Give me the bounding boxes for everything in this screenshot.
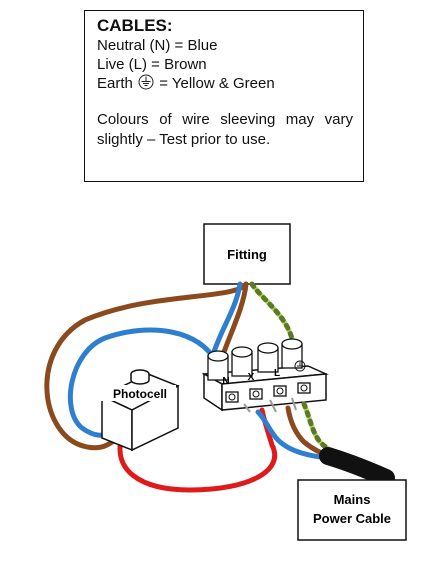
mains-power-cable-box: Mains Power Cable [297,479,407,541]
legend-note: Colours of wire sleeving may vary slight… [97,111,353,148]
legend-earth-row: Earth = Yellow & Green [97,74,353,93]
terminal-screw-n [207,350,229,381]
earth-symbol-icon [138,74,154,90]
terminal-screw-x [231,346,253,377]
brown-loop-wire [44,281,249,451]
terminal-label-l: L [274,368,280,379]
photocell-label: Photocell [113,387,167,401]
legend-earth-suffix: = Yellow & Green [159,75,275,92]
blue-fitting-wire [209,281,243,361]
mains-label-line2: Power Cable [313,511,391,526]
terminal-label-n: N [222,376,229,387]
stripped-wire-end [269,399,277,413]
stripped-wire-end [291,397,297,411]
legend-earth-prefix: Earth [97,75,133,92]
legend-live: Live (L) = Brown [97,56,207,73]
fitting-box: Fitting [203,223,291,285]
cables-legend-box: CABLES: Neutral (N) = Blue Live (L) = Br… [84,10,364,182]
mains-cable-sheath [319,447,395,487]
stripped-wire-end [243,403,251,413]
blue-loop-wire [67,327,219,438]
fitting-label: Fitting [227,247,267,262]
terminal-screw-l [257,342,279,373]
photocell-unit: Photocell [100,369,180,452]
mains-blue-wire [255,409,331,461]
legend-title: CABLES: [97,16,173,35]
mains-label-line1: Mains [334,492,371,507]
terminal-label-x: X [248,372,255,383]
red-switched-live-wire [117,407,278,493]
terminal-earth-icon [294,360,306,372]
terminal-screw-earth [281,338,303,369]
legend-neutral: Neutral (N) = Blue [97,37,218,54]
brown-fitting-wire [221,281,249,355]
terminal-block: N X L [201,338,329,412]
